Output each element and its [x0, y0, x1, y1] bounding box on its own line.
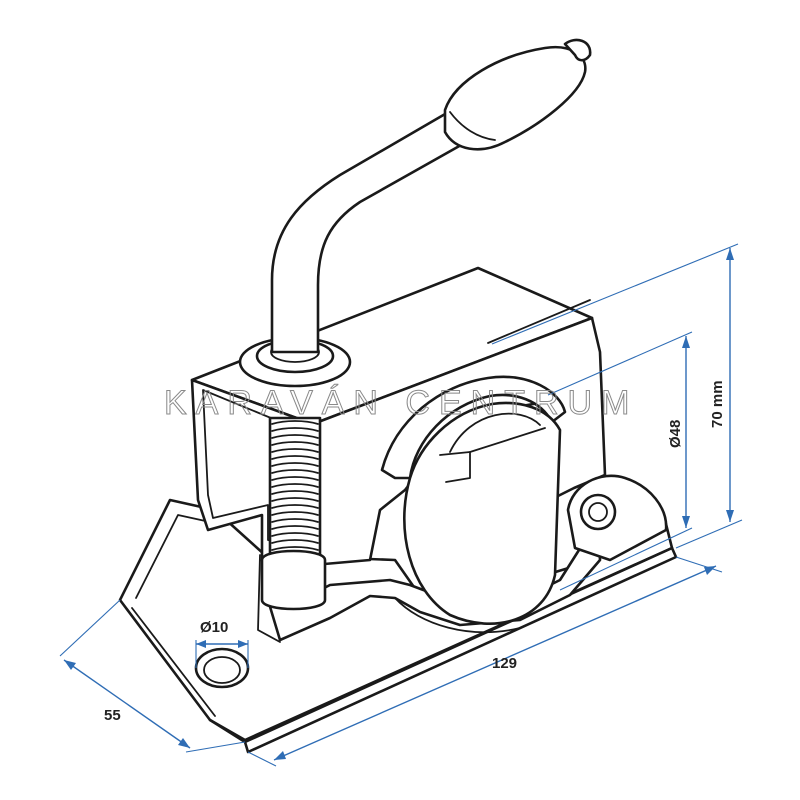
hinge-bolt — [579, 493, 617, 531]
screw-thread — [271, 455, 319, 460]
threaded-screw — [260, 416, 327, 611]
screw-thread — [271, 490, 319, 495]
screw-thread — [271, 546, 319, 551]
handle — [238, 38, 592, 388]
dimension-height: 70 mm — [491, 243, 743, 549]
screw-thread — [271, 518, 319, 523]
screw-thread — [271, 476, 319, 481]
hinge-lug — [566, 474, 668, 562]
screw-thread — [271, 448, 319, 453]
height-label: 70 mm — [709, 380, 726, 428]
screw-thread — [271, 427, 319, 432]
watermark: KARAVÁN CENTRUM — [164, 384, 638, 422]
screw-thread — [271, 497, 319, 502]
screw-thread — [271, 539, 319, 544]
handle-knob — [443, 45, 587, 151]
tube-opening — [380, 375, 567, 634]
width-label: 55 — [104, 707, 121, 724]
screw-thread — [271, 469, 319, 474]
dimension-length: 129 — [247, 556, 723, 767]
screw-thread — [271, 511, 319, 516]
screw-thread — [271, 504, 319, 509]
dimension-clamp-diameter: Ø48 — [547, 331, 693, 591]
screw-thread — [271, 434, 319, 439]
screw-thread — [271, 525, 319, 530]
screw-thread — [271, 532, 319, 537]
length-label: 129 — [492, 655, 517, 672]
screw-thread — [271, 420, 319, 425]
screw-thread — [271, 441, 319, 446]
screw-thread — [271, 462, 319, 467]
screw-thread — [271, 483, 319, 488]
clamp-diameter-label: Ø48 — [667, 420, 684, 448]
dimension-hole: Ø10 — [195, 619, 249, 668]
hole-diameter-label: Ø10 — [200, 619, 228, 636]
dimension-width: 55 — [59, 599, 246, 753]
